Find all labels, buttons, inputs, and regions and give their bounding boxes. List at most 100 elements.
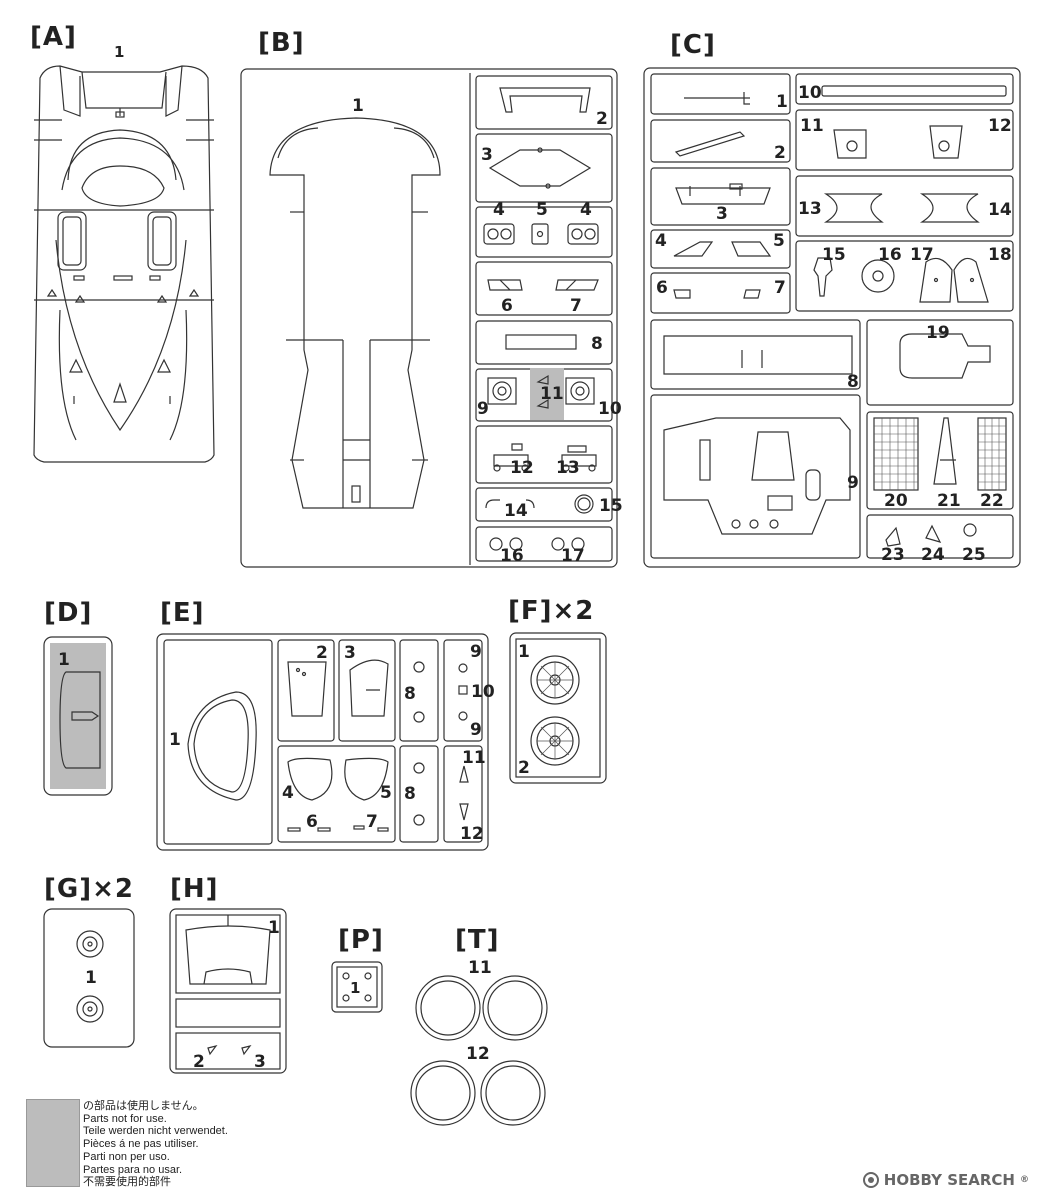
part-b-7: 7 <box>570 296 582 316</box>
sprue-label-b: [B] <box>258 28 305 58</box>
part-c-9: 9 <box>847 473 859 493</box>
legend-line-fr: Pièces á ne pas utiliser. <box>83 1138 199 1151</box>
part-c-5: 5 <box>773 231 785 251</box>
part-b-9: 9 <box>477 399 489 419</box>
part-b-4b: 4 <box>580 200 592 220</box>
not-for-use-swatch <box>26 1099 80 1187</box>
part-b-5: 5 <box>536 200 548 220</box>
sprue-g <box>43 908 135 1048</box>
part-b-8: 8 <box>591 334 603 354</box>
part-c-21: 21 <box>937 491 961 511</box>
legend-line-de: Teile werden nicht verwendet. <box>83 1125 228 1138</box>
part-h-3: 3 <box>254 1052 266 1072</box>
part-b-11: 11 <box>540 384 564 404</box>
part-e-3: 3 <box>344 643 356 663</box>
part-c-14: 14 <box>988 200 1012 220</box>
part-e-11: 11 <box>462 748 486 768</box>
mesh-c22 <box>978 418 1006 490</box>
part-b-6: 6 <box>501 296 513 316</box>
part-t-12: 12 <box>466 1044 490 1064</box>
part-c-10: 10 <box>798 83 822 103</box>
part-c-15: 15 <box>822 245 846 265</box>
part-e-2: 2 <box>316 643 328 663</box>
part-b-3: 3 <box>481 145 493 165</box>
part-b-12: 12 <box>510 458 534 478</box>
part-e-8b: 8 <box>404 784 416 804</box>
sprue-label-d: [D] <box>44 598 93 628</box>
legend-line-zh: 不需要使用的部件 <box>83 1176 171 1189</box>
legend-line-es: Partes para no usar. <box>83 1163 183 1176</box>
watermark: HOBBY SEARCH ® <box>862 1171 1029 1189</box>
part-b-4a: 4 <box>493 200 505 220</box>
part-p-1: 1 <box>350 979 360 997</box>
legend-line-it: Parti non per uso. <box>83 1150 170 1163</box>
part-h-2: 2 <box>193 1052 205 1072</box>
part-d-1: 1 <box>58 650 70 670</box>
part-e-8a: 8 <box>404 684 416 704</box>
part-c-22: 22 <box>980 491 1004 511</box>
sprue-b <box>240 68 618 568</box>
sprue-a-body <box>33 65 215 463</box>
part-c-19: 19 <box>926 323 950 343</box>
part-e-4: 4 <box>282 783 294 803</box>
sprue-label-h: [H] <box>170 874 219 904</box>
part-c-13: 13 <box>798 199 822 219</box>
part-c-11: 11 <box>800 116 824 136</box>
part-b-10: 10 <box>598 399 622 419</box>
sprue-d <box>43 636 113 796</box>
part-b-15: 15 <box>599 496 623 516</box>
sprue-e <box>156 633 489 851</box>
legend-line-ja: の部品は使用しません。 <box>83 1100 204 1112</box>
sprue-label-t: [T] <box>455 925 500 955</box>
part-c-24: 24 <box>921 545 945 565</box>
sprue-h <box>169 908 287 1074</box>
part-c-23: 23 <box>881 545 905 565</box>
part-c-16: 16 <box>878 245 902 265</box>
part-e-7: 7 <box>366 812 378 832</box>
sprue-label-e: [E] <box>160 598 205 628</box>
part-e-12: 12 <box>460 824 484 844</box>
part-t-11: 11 <box>468 958 492 978</box>
part-c-12: 12 <box>988 116 1012 136</box>
part-e-9a: 9 <box>470 642 482 662</box>
part-b-16: 16 <box>500 546 524 566</box>
part-e-5: 5 <box>380 783 392 803</box>
part-c-1: 1 <box>776 92 788 112</box>
sprue-label-p: [P] <box>338 925 384 955</box>
part-c-25: 25 <box>962 545 986 565</box>
part-c-6: 6 <box>656 278 668 298</box>
part-e-10: 10 <box>471 682 495 702</box>
part-c-17: 17 <box>910 245 934 265</box>
part-f-1: 1 <box>518 642 530 662</box>
part-c-18: 18 <box>988 245 1012 265</box>
sprue-t <box>410 975 548 1126</box>
sprue-p <box>331 961 383 1013</box>
part-a-1: 1 <box>114 43 124 61</box>
part-c-2: 2 <box>774 143 786 163</box>
not-for-use-legend: の部品は使用しません。 Parts not for use. Teile wer… <box>83 1100 228 1189</box>
part-c-7: 7 <box>774 278 786 298</box>
sprue-label-f: [F]×2 <box>508 596 595 626</box>
part-c-20: 20 <box>884 491 908 511</box>
sprue-c <box>643 67 1021 568</box>
part-e-9b: 9 <box>470 720 482 740</box>
sprue-label-g: [G]×2 <box>44 874 134 904</box>
part-g-1: 1 <box>85 968 97 988</box>
legend-line-en: Parts not for use. <box>83 1112 167 1125</box>
watermark-brand: HOBBY SEARCH <box>883 1171 1015 1189</box>
part-e-1: 1 <box>169 730 181 750</box>
part-f-2: 2 <box>518 758 530 778</box>
part-c-8: 8 <box>847 372 859 392</box>
part-b-14: 14 <box>504 501 528 521</box>
watermark-registered: ® <box>1020 1175 1029 1185</box>
part-b-2: 2 <box>596 109 608 129</box>
hobbysearch-logo-icon <box>862 1172 879 1188</box>
mesh-c20 <box>874 418 918 490</box>
part-h-1: 1 <box>268 918 280 938</box>
part-b-13: 13 <box>556 458 580 478</box>
sprue-label-a: [A] <box>30 22 77 52</box>
sprue-label-c: [C] <box>670 30 716 60</box>
wheel-spokes <box>537 662 573 759</box>
part-c-4: 4 <box>655 231 667 251</box>
